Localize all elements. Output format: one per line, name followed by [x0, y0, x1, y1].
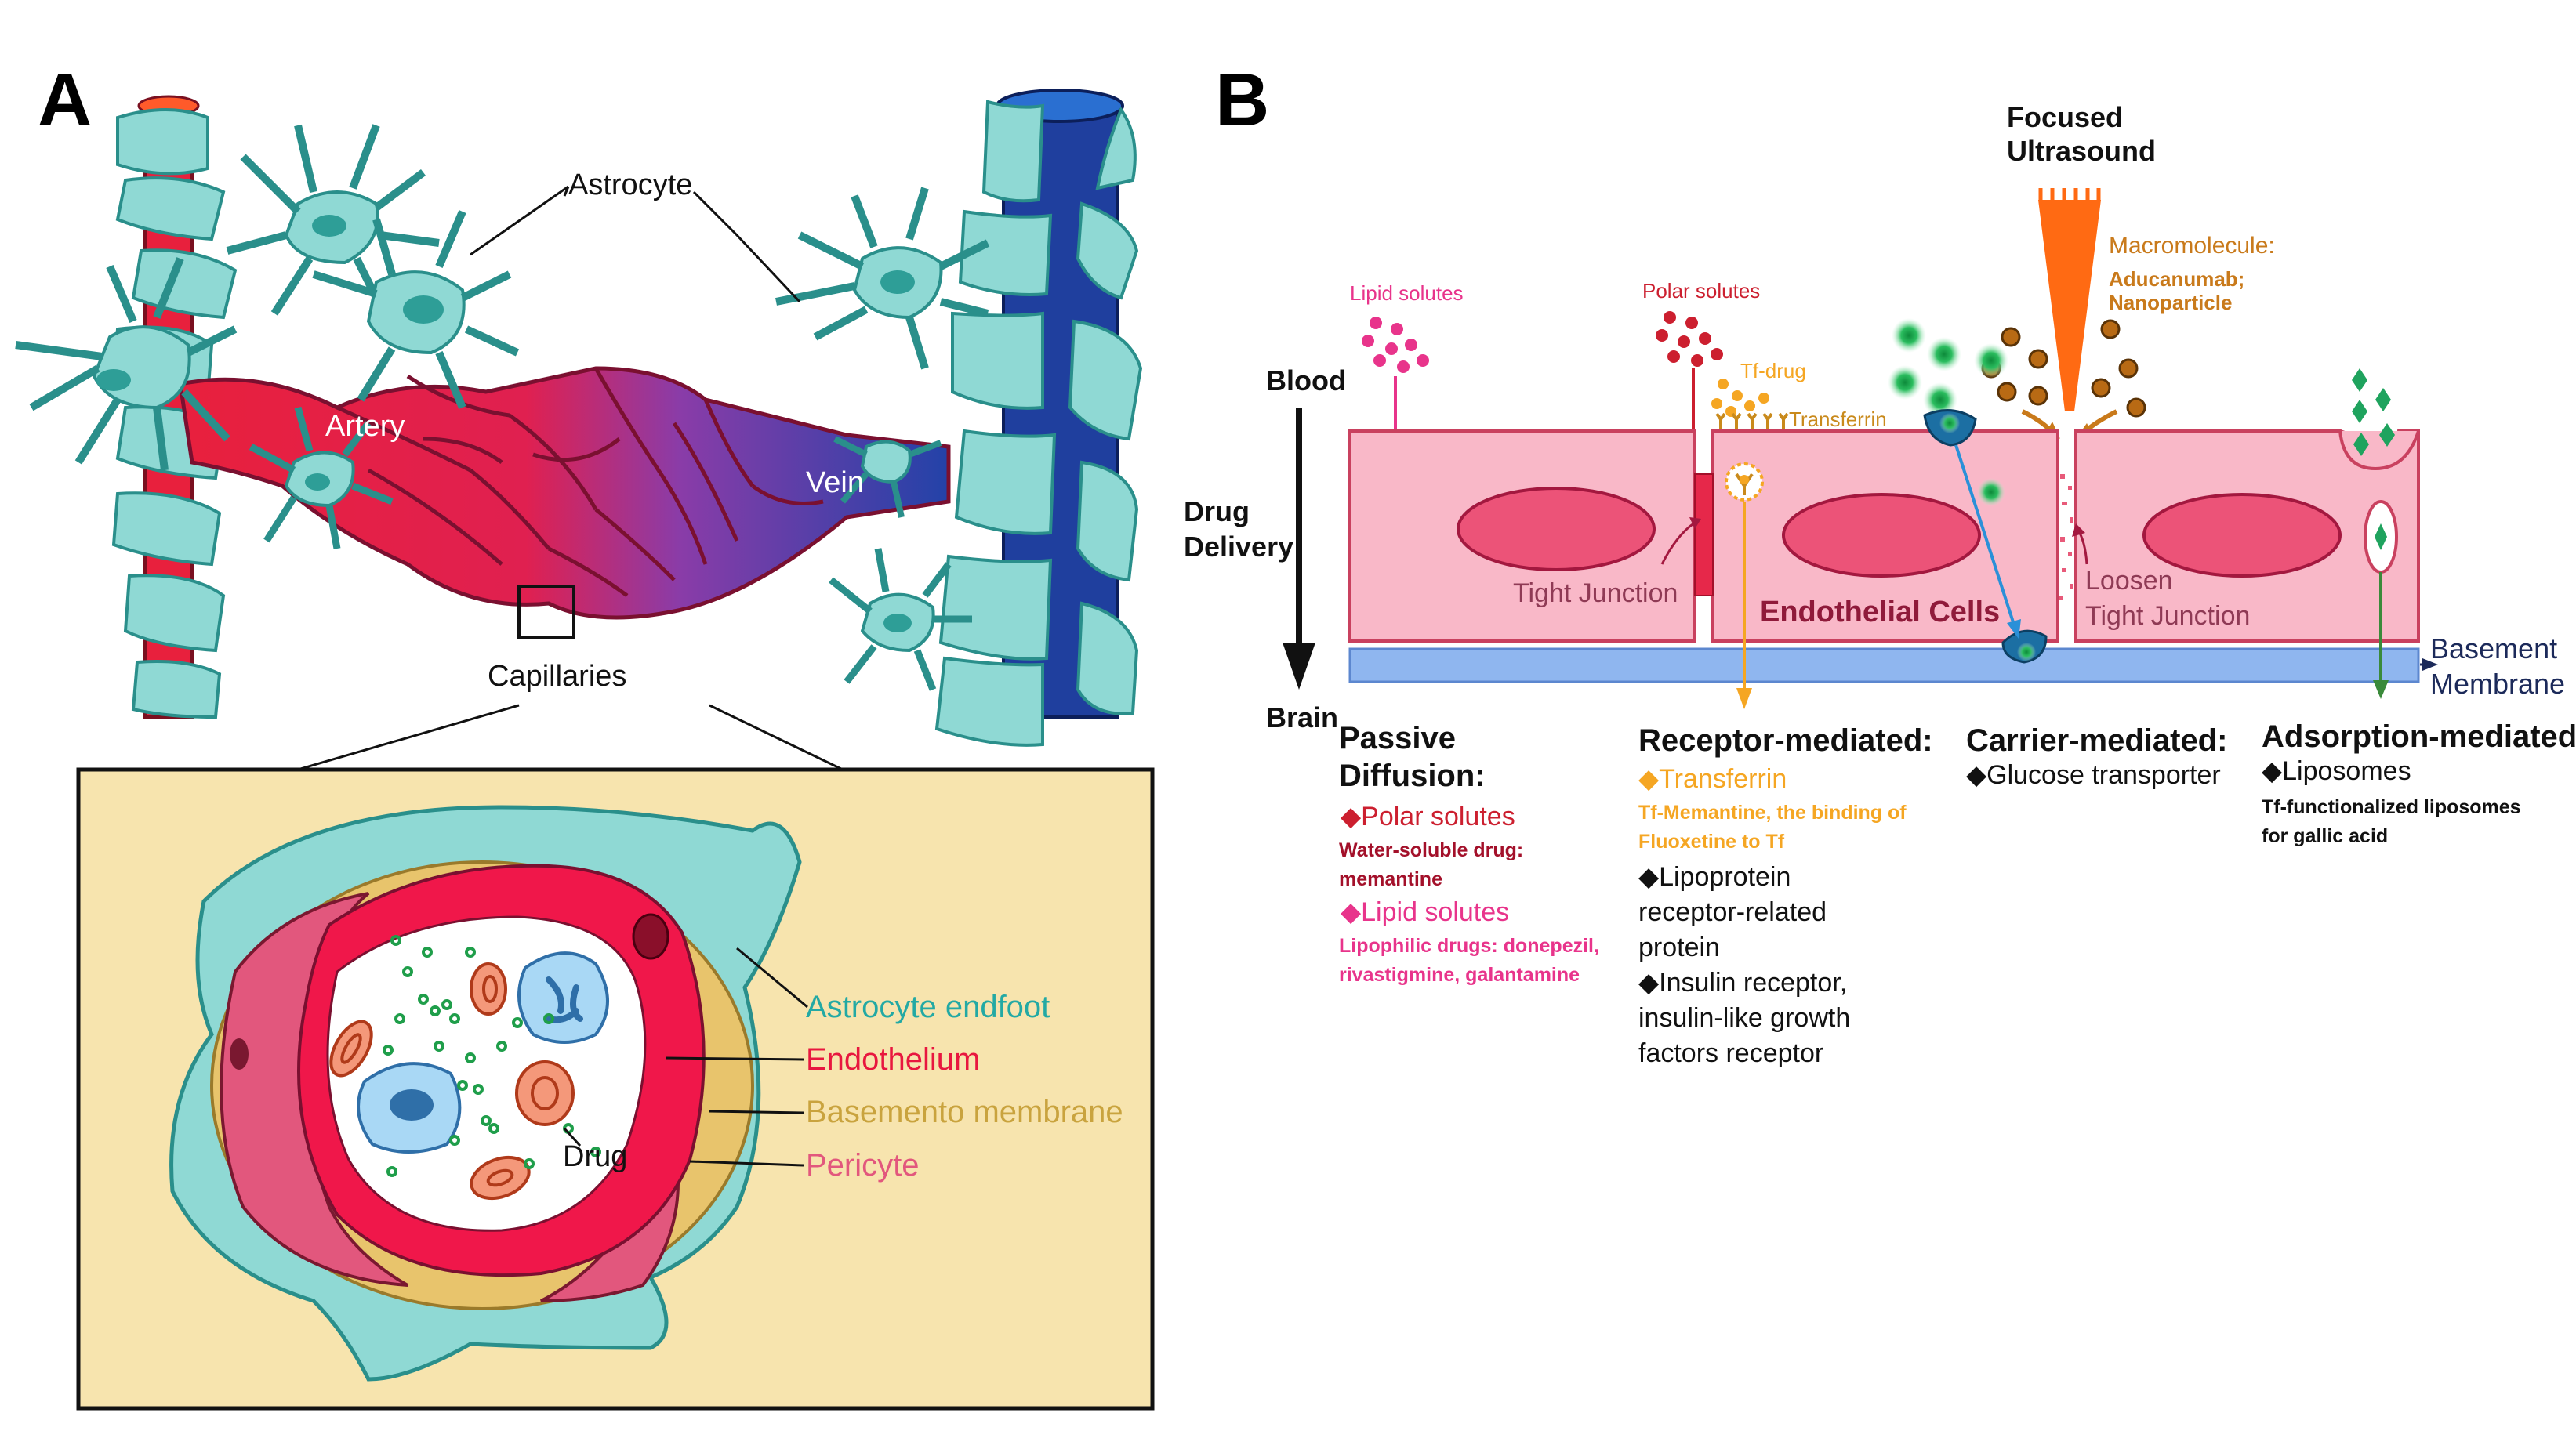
- white-blood-cell: [357, 1062, 462, 1154]
- receptor-transferrin-head: ◆Transferrin: [1638, 764, 1787, 794]
- passive-polar-detail: Water-soluble drug: memantine: [1339, 839, 1529, 890]
- brain-label: Brain: [1266, 701, 1338, 734]
- drug-delivery-label: Drug Delivery: [1184, 495, 1293, 563]
- label-vein: Vein: [806, 466, 864, 499]
- astrocyte-cell-2: [226, 124, 440, 316]
- panel-a-letter: A: [38, 58, 92, 142]
- lipid-solute-dots: [1362, 317, 1429, 373]
- polar-solute-dots: [1656, 311, 1723, 367]
- tf-drug-label: Tf-drug: [1740, 359, 1806, 382]
- loosen-junction-debris: [2059, 474, 2073, 600]
- white-blood-cell: [517, 951, 609, 1044]
- astrocyte-cell-3: [312, 210, 520, 409]
- delivery-arrowhead: [1283, 643, 1315, 690]
- right-vein-column: [934, 89, 1143, 747]
- basement-membrane-bar: [1348, 647, 2420, 683]
- panel-a: A: [15, 58, 1155, 1411]
- label-capillaries: Capillaries: [488, 660, 626, 693]
- panel-b: B Focused Ultrasound Macromolecule: Aduc…: [1184, 58, 2576, 1068]
- tf-drug-dots: [1711, 379, 1769, 417]
- legend-astrocyte-endfoot: Astrocyte endfoot: [806, 990, 1050, 1024]
- adsorption-liposomes: ◆Liposomes: [2262, 756, 2411, 786]
- receptor-lipoprotein: ◆Lipoprotein receptor-related protein: [1638, 862, 1834, 962]
- loosen-tight-junction-label: Loosen Tight Junction: [2085, 566, 2250, 631]
- tight-junction-label: Tight Junction: [1513, 578, 1678, 608]
- transferrin-receptors: [1715, 412, 1789, 429]
- adsorption-title: Adsorption-mediated: [2262, 719, 2576, 754]
- carrier-title: Carrier-mediated:: [1966, 723, 2227, 758]
- nucleus: [1782, 493, 1981, 578]
- passive-title: Passive Diffusion:: [1339, 721, 1486, 793]
- receptor-title: Receptor-mediated:: [1638, 723, 1933, 758]
- receptor-insulin: ◆Insulin receptor, insulin-like growth f…: [1638, 968, 1858, 1068]
- basement-membrane-label: Basement Membrane: [2430, 632, 2565, 700]
- capillary-cross-section: Drug Astrocyte endfoot Endothelium Basem…: [76, 767, 1155, 1411]
- adsorption-detail: Tf-functionalized liposomes for gallic a…: [2262, 796, 2527, 847]
- macromolecule-examples: Aducanumab; Nanoparticle: [2109, 267, 2251, 314]
- passive-diffusion-section: Passive Diffusion: ◆Polar solutes Water-…: [1339, 721, 1605, 986]
- label-artery: Artery: [325, 410, 405, 443]
- nucleus: [1457, 487, 1656, 571]
- legend-pericyte: Pericyte: [806, 1148, 920, 1183]
- legend-endothelium: Endothelium: [806, 1042, 980, 1077]
- vascular-network: [178, 366, 951, 620]
- carrier-transporters: [1923, 409, 2048, 664]
- legend-basement-membrane: Basemento membrane: [806, 1095, 1123, 1129]
- astrocytes: [15, 124, 990, 691]
- polar-solutes-label: Polar solutes: [1642, 279, 1760, 302]
- astrocyte-cell-1: [15, 257, 238, 471]
- endothelial-cells-label: Endothelial Cells: [1760, 596, 2000, 629]
- lipid-solutes-label: Lipid solutes: [1350, 281, 1464, 305]
- passive-lipid-head: ◆Lipid solutes: [1341, 897, 1509, 927]
- left-artery-column: [111, 95, 238, 719]
- tight-junction: [1694, 473, 1714, 596]
- passive-lipid-detail: Lipophilic drugs: donepezil, rivastigmin…: [1339, 935, 1605, 986]
- ultrasound-beam: [2038, 200, 2101, 411]
- carrier-glucose: ◆Glucose transporter: [1966, 760, 2221, 790]
- adsorption-diamonds: [2352, 368, 2395, 456]
- adsorption-mediated-section: Adsorption-mediated ◆Liposomes Tf-functi…: [2262, 719, 2576, 847]
- nucleus: [2142, 493, 2342, 578]
- capillary-zoom-marker: [517, 585, 575, 639]
- focused-ultrasound-label: Focused Ultrasound: [2007, 101, 2156, 167]
- label-drug: Drug: [563, 1140, 627, 1173]
- macromolecule-label: Macromolecule:: [2109, 233, 2275, 259]
- passive-polar-head: ◆Polar solutes: [1341, 802, 1515, 831]
- astrocyte-cell-4: [249, 406, 394, 549]
- astrocyte-cell-7: [833, 436, 942, 518]
- astrocyte-cell-6: [829, 548, 972, 691]
- endothelial-layer: [1348, 429, 2420, 683]
- blood-label: Blood: [1266, 364, 1346, 397]
- receptor-transferrin-detail: Tf-Memantine, the binding of Fluoxetine …: [1638, 802, 1912, 853]
- red-blood-cells: [329, 962, 575, 1201]
- label-astrocyte: Astrocyte: [568, 168, 692, 201]
- receptor-mediated-section: Receptor-mediated: ◆Transferrin Tf-Meman…: [1638, 723, 1933, 1068]
- astrocyte-cell-5: [775, 187, 990, 370]
- carrier-mediated-section: Carrier-mediated: ◆Glucose transporter: [1966, 723, 2227, 790]
- panel-b-letter: B: [1215, 58, 1269, 142]
